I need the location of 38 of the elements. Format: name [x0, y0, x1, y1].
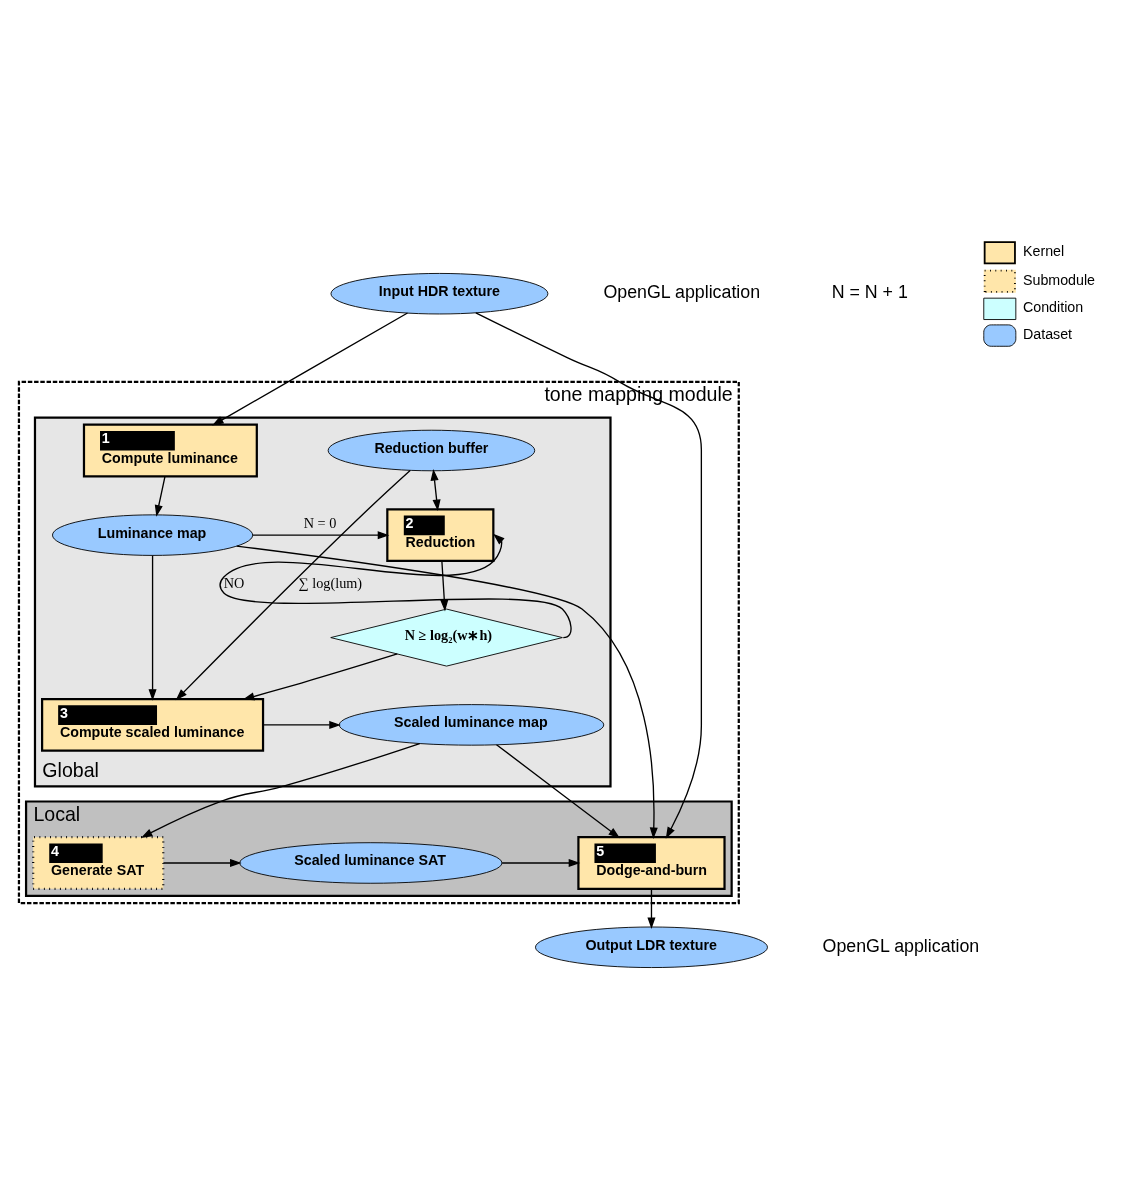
node-box: 1 Compute luminance — [82, 423, 258, 477]
arrow — [252, 530, 390, 539]
legend-label: Condition — [1022, 298, 1084, 315]
node-box: 3 Compute scaled luminance — [41, 697, 265, 752]
node-box: 5 Dodge-and-burn — [577, 835, 726, 890]
arrow — [175, 469, 411, 700]
legend-label: Submodule — [1022, 271, 1096, 288]
node-ellipse: Scaled luminance SAT — [239, 841, 503, 884]
label: OpenGL application — [603, 281, 761, 302]
node-ellipse: Scaled luminance map — [338, 703, 605, 746]
edge-label: ∑ log(lum) — [298, 574, 363, 591]
node-ellipse: Input HDR texture — [330, 272, 549, 314]
arrow — [475, 311, 703, 839]
arrow — [162, 858, 242, 867]
arrow — [501, 858, 581, 867]
node-ellipse: Luminance map — [52, 513, 254, 556]
node-diamond: N ≥ log₂(w∗h) — [330, 608, 563, 667]
arrow — [430, 468, 441, 511]
arrow — [236, 544, 658, 839]
edge-label: NO — [223, 574, 245, 591]
arrow — [154, 475, 166, 517]
arrow — [212, 311, 409, 426]
arrow — [495, 743, 621, 838]
label: OpenGL application — [822, 935, 980, 956]
arrow — [647, 887, 656, 929]
legend-label: Dataset — [1022, 325, 1073, 342]
arrow — [242, 652, 398, 700]
legend-label: Kernel — [1022, 242, 1065, 259]
arrow — [440, 560, 449, 611]
arrow — [148, 554, 157, 701]
edge-label: N = 0 — [303, 514, 337, 531]
node-ellipse: Reduction buffer — [327, 429, 536, 471]
arrow — [140, 742, 421, 838]
label: N = N + 1 — [831, 281, 908, 302]
node-ellipse: Output LDR texture — [535, 926, 768, 968]
node-box: 4 Generate SAT — [32, 835, 165, 890]
arrow — [262, 720, 341, 729]
node-box: 2 Reduction — [386, 507, 495, 562]
